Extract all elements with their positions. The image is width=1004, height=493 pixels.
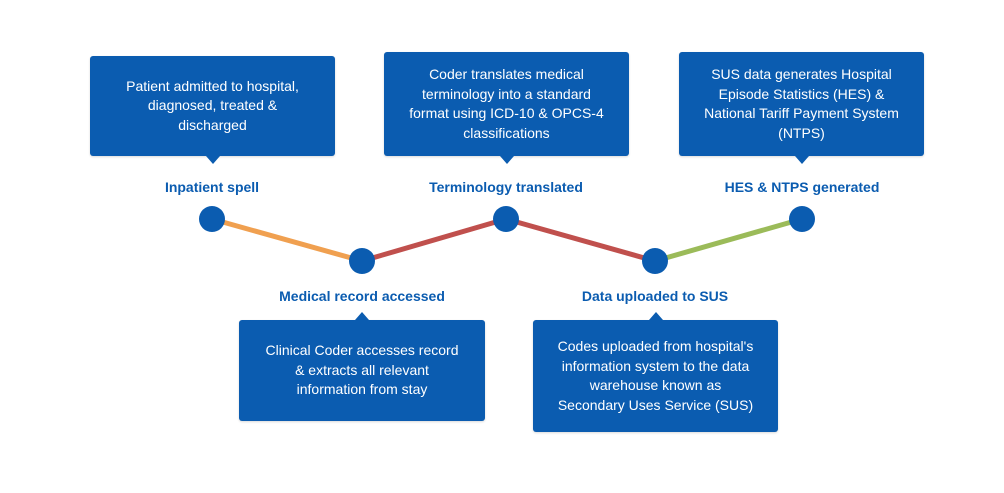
- stage-box-hes-ntps-generated: SUS data generates Hospital Episode Stat…: [679, 52, 924, 164]
- stage-label-terminology-translated: Terminology translated: [429, 179, 583, 195]
- connector-4: [652, 216, 805, 264]
- stage-label-inpatient-spell: Inpatient spell: [164, 179, 260, 195]
- stage-label-data-uploaded: Data uploaded to SUS: [581, 288, 729, 304]
- connector-2: [359, 216, 509, 264]
- stage-box-inpatient-spell: Patient admitted to hospital, diagnosed,…: [90, 56, 335, 164]
- node-terminology-translated: [493, 206, 519, 232]
- stage-box-terminology-translated: Coder translates medical terminology int…: [384, 52, 629, 164]
- connector-1: [209, 216, 365, 264]
- node-medical-record-accessed: [349, 248, 375, 274]
- stage-box-data-uploaded: Codes uploaded from hospital's informati…: [533, 312, 778, 432]
- connector-3: [503, 216, 658, 264]
- node-hes-ntps-generated: [789, 206, 815, 232]
- stage-box-medical-record-accessed: Clinical Coder accesses record & extract…: [239, 312, 485, 421]
- node-data-uploaded: [642, 248, 668, 274]
- stage-label-medical-record-accessed: Medical record accessed: [279, 288, 445, 304]
- node-inpatient-spell: [199, 206, 225, 232]
- stage-label-hes-ntps-generated: HES & NTPS generated: [724, 179, 880, 195]
